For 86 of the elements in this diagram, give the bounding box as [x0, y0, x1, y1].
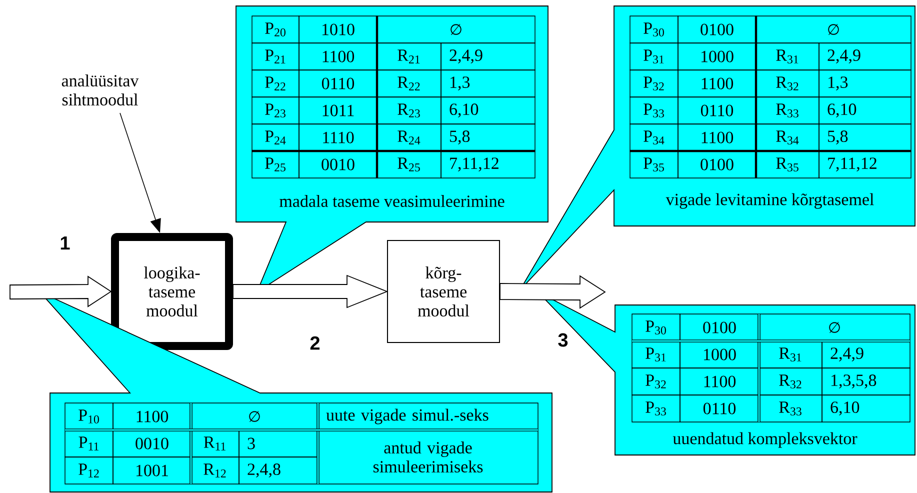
table-cell: R$_{12}$	[190, 456, 240, 484]
table-cell: 1100	[678, 124, 756, 152]
table-cell: 1010	[298, 16, 378, 44]
table-cell: 6,10	[818, 96, 912, 124]
block-arrow	[500, 275, 606, 309]
table-cell: ∅	[758, 314, 910, 342]
edge-label: 3	[558, 333, 568, 347]
callout-caption: madala taseme veasimuleerimine	[280, 195, 504, 207]
table-cell: P$_{30}$	[630, 16, 678, 44]
table-cell: R$_{24}$	[376, 124, 442, 152]
table-cell: R$_{21}$	[376, 42, 442, 70]
table-cell: 0100	[678, 150, 756, 178]
table-cell: P$_{31}$	[632, 340, 680, 368]
table-cell: 0100	[680, 314, 760, 342]
table-cell: 0010	[298, 150, 378, 178]
table-cell: P$_{21}$	[252, 42, 300, 70]
table-cell: 1100	[298, 42, 378, 70]
block-arrow	[10, 276, 112, 308]
table-cell: 5,8	[440, 124, 536, 152]
table-cell: 7,11,12	[818, 150, 912, 178]
table-cell: uute vigade simul.-seks	[318, 402, 538, 430]
module-box: loogika- taseme moodul	[111, 233, 233, 350]
table-cell: P$_{34}$	[630, 124, 678, 152]
table-cell: P$_{23}$	[252, 96, 300, 124]
table-cell: 5,8	[818, 124, 912, 152]
table-cell: 1110	[298, 124, 378, 152]
table-cell: 1,3	[818, 70, 912, 98]
module-box: kõrg- taseme moodul	[387, 240, 500, 343]
table-cell: ∅	[756, 16, 912, 44]
table-cell: 0100	[678, 16, 756, 44]
table-cell: 7,11,12	[440, 150, 536, 178]
table-cell: P$_{33}$	[632, 394, 680, 422]
table-cell: R$_{32}$	[758, 368, 822, 396]
table-cell: R$_{33}$	[756, 96, 820, 124]
table-cell: 2,4,9	[440, 42, 536, 70]
table-cell: 1100	[678, 70, 756, 98]
table-cell: 1100	[680, 368, 760, 396]
table-cell: 1000	[680, 340, 760, 368]
table-cell: 1100	[112, 402, 192, 430]
table-cell: R$_{32}$	[756, 70, 820, 98]
table-cell: R$_{34}$	[756, 124, 820, 152]
node-label: R$_{31}$	[779, 348, 802, 362]
table-cell: P$_{32}$	[630, 70, 678, 98]
table-cell: P$_{22}$	[252, 70, 300, 98]
table-cell: 3	[238, 430, 318, 458]
table-cell: P$_{31}$	[630, 42, 678, 70]
table-cell: 1,3,5,8	[822, 368, 910, 396]
table-cell: R$_{31}$	[756, 42, 820, 70]
table-cell: P$_{35}$	[630, 150, 678, 178]
table-cell: P$_{10}$	[64, 402, 114, 430]
table-cell: R$_{25}$	[376, 150, 442, 178]
table-cell: 6,10	[822, 394, 910, 422]
table-cell: R$_{33}$	[758, 394, 822, 422]
table-cell: 2,4,8	[238, 456, 318, 484]
table-cell: antud vigade simuleerimiseks	[318, 430, 538, 484]
table-cell: 1000	[678, 42, 756, 70]
table-cell: P$_{33}$	[630, 96, 678, 124]
table-cell: 0010	[112, 430, 192, 458]
table-cell: 2,4,9	[818, 42, 912, 70]
node-label: R$_{11}$	[204, 436, 226, 450]
table-cell: R$_{35}$	[756, 150, 820, 178]
table-cell: ∅	[376, 16, 536, 44]
edge-label: 2	[310, 336, 320, 350]
callout-caption: uuendatud kompleksvektor	[672, 432, 858, 448]
table-cell: P$_{30}$	[632, 314, 680, 342]
table-cell: 1001	[112, 456, 192, 484]
callout-caption: vigade levitamine kõrgtasemel	[666, 193, 874, 209]
table-cell: P$_{24}$	[252, 124, 300, 152]
table-cell: 0110	[680, 394, 760, 422]
table-cell: P$_{20}$	[252, 16, 300, 44]
edge-label: 1	[60, 236, 70, 250]
table-cell: 1,3	[440, 70, 536, 98]
table-cell: R$_{22}$	[376, 70, 442, 98]
table-cell: P$_{11}$	[64, 430, 114, 458]
table-cell: 0110	[678, 96, 756, 124]
table-cell: P$_{25}$	[252, 150, 300, 178]
table-cell: 6,10	[440, 96, 536, 124]
table-cell: R$_{23}$	[376, 96, 442, 124]
table-cell: 1011	[298, 96, 378, 124]
table-cell: ∅	[190, 402, 318, 430]
table-cell: 0110	[298, 70, 378, 98]
table-cell: P$_{12}$	[64, 456, 114, 484]
table-cell: 2,4,9	[822, 340, 910, 368]
table-cell: P$_{32}$	[632, 368, 680, 396]
annotation-text: analüüsitav sihtmoodul	[62, 74, 139, 106]
block-arrow	[232, 274, 388, 308]
